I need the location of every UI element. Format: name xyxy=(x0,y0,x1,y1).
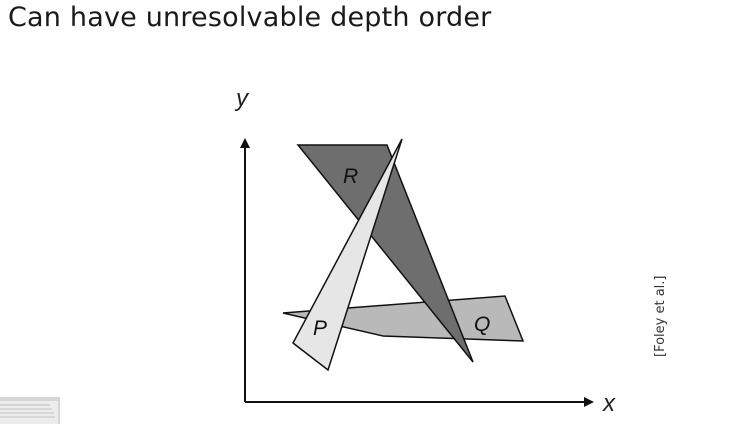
slide-title: Can have unresolvable depth order xyxy=(8,2,492,33)
corner-thumbnail xyxy=(0,397,60,424)
citation: [Foley et al.] xyxy=(653,275,668,358)
polygon-r xyxy=(296,144,474,363)
polygon-p xyxy=(292,138,403,372)
polygon-p-label: P xyxy=(313,317,327,340)
polygon-q-label: Q xyxy=(474,313,490,336)
y-axis-label: y xyxy=(234,85,250,112)
polygon-r-label: R xyxy=(343,165,358,188)
x-axis-label: x xyxy=(602,390,616,417)
